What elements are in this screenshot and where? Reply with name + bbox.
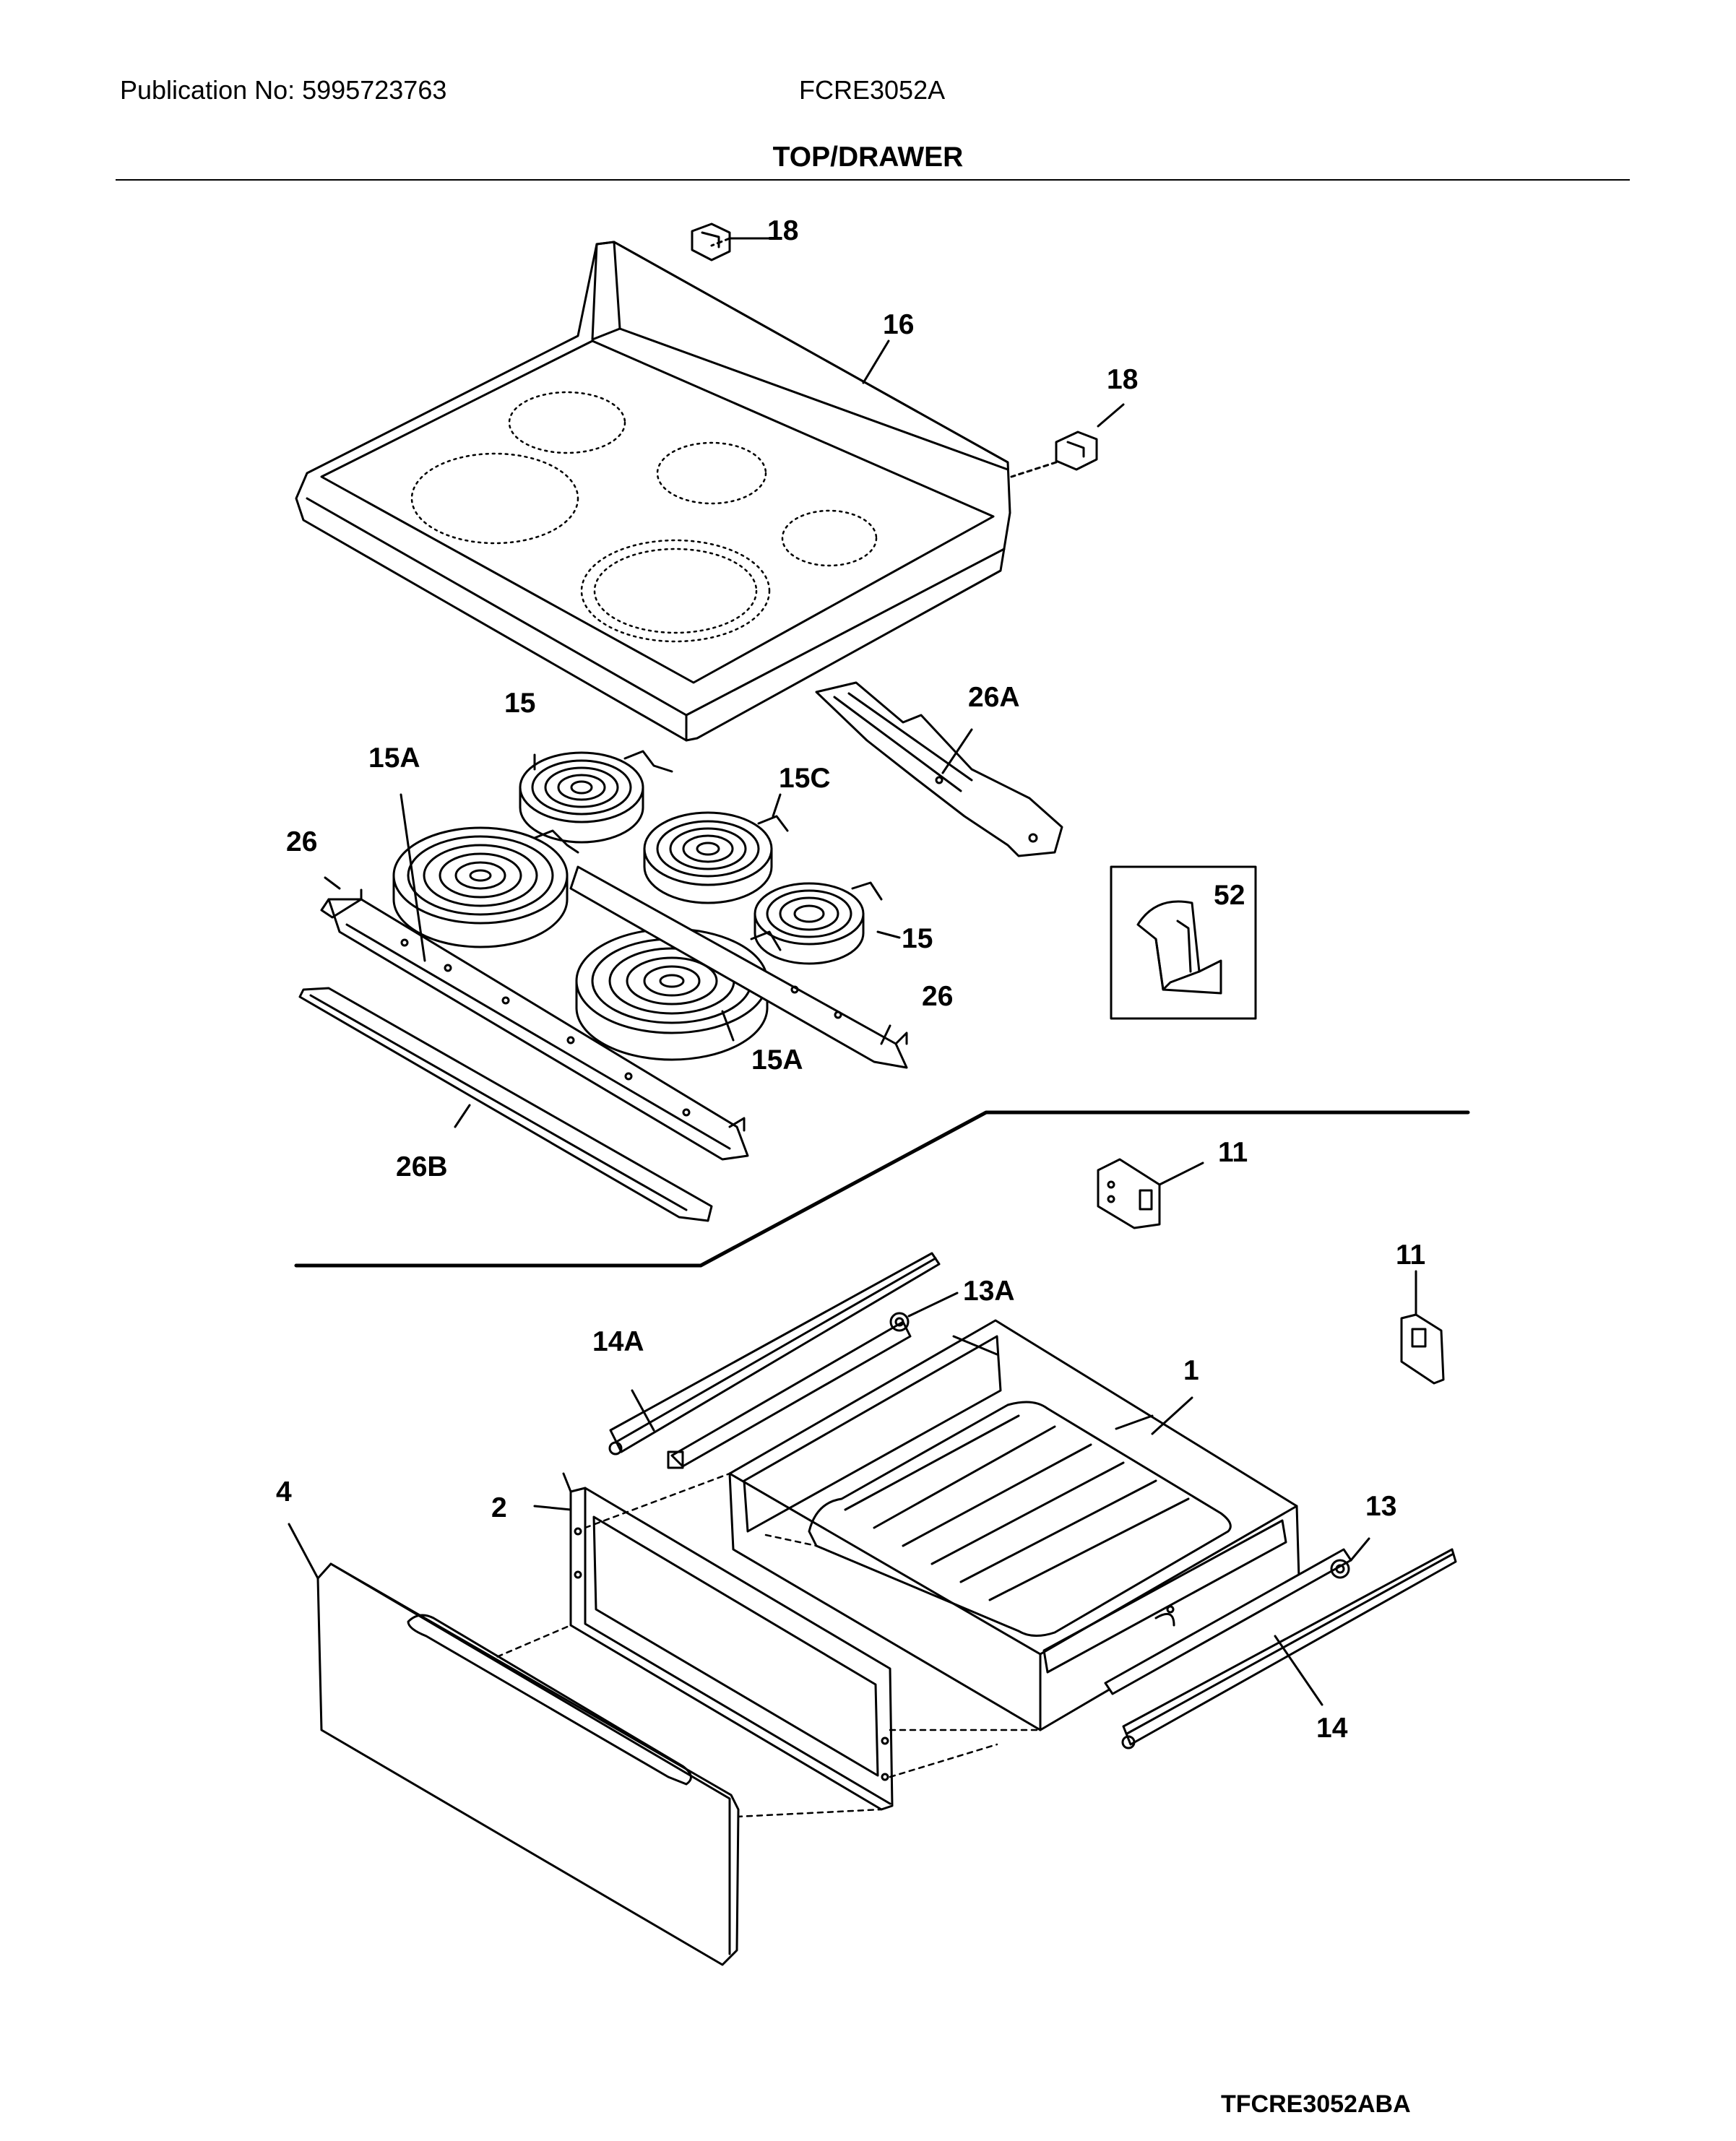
callout-26-left: 26 (286, 826, 317, 857)
mounting-bracket-18-right (1055, 403, 1125, 471)
callout-15A-bottom: 15A (751, 1044, 803, 1076)
callout-52: 52 (1214, 880, 1245, 911)
drawer-bracket-11-upper (1097, 1158, 1204, 1229)
callout-15-top: 15 (504, 688, 535, 719)
element-support-bracket-26 (320, 865, 908, 1161)
callout-11-upper: 11 (1218, 1137, 1248, 1168)
heating-element-15C (643, 811, 789, 904)
drawer-body-1 (728, 1319, 1300, 1731)
callout-15-right: 15 (902, 923, 933, 954)
heating-element-15-top (519, 750, 673, 844)
callout-13A: 13A (963, 1276, 1015, 1307)
mounting-bracket-18-left (691, 222, 771, 261)
assembly-divider-line (294, 1110, 1470, 1268)
callout-26B: 26B (396, 1151, 448, 1182)
callout-16: 16 (883, 309, 914, 340)
callout-15A-left: 15A (368, 743, 420, 774)
drawer-slide-14A (608, 1252, 959, 1469)
callout-26A: 26A (968, 682, 1020, 713)
callout-1: 1 (1183, 1355, 1199, 1386)
heating-element-15A-left (392, 826, 579, 948)
drawer-slide-14 (1104, 1537, 1457, 1749)
callout-18-right: 18 (1107, 364, 1138, 395)
callout-11-lower: 11 (1396, 1240, 1425, 1271)
header-divider (116, 179, 1630, 181)
drawing-code: TFCRE3052ABA (1221, 2090, 1411, 2118)
heating-element-15-right (753, 881, 883, 965)
publication-number: Publication No: 5995723763 (120, 75, 447, 105)
cooktop-glass-top (295, 241, 1011, 742)
model-number: FCRE3052A (799, 75, 946, 105)
callout-13: 13 (1365, 1491, 1396, 1522)
callout-26-right: 26 (922, 981, 953, 1012)
drawer-front-panel-4 (288, 1523, 740, 1966)
callout-4: 4 (276, 1476, 292, 1508)
drawer-front-frame-2 (562, 1472, 894, 1811)
callout-18-upper: 18 (767, 215, 798, 246)
callout-labels: 18 16 18 15 26A 15A 15C 26 52 15 26 15A … (276, 215, 1425, 1744)
front-trim-26B (298, 987, 713, 1222)
part-52-box (1110, 865, 1257, 1020)
callout-15C: 15C (779, 763, 831, 794)
bracket-26A (815, 681, 1063, 857)
callout-14: 14 (1316, 1713, 1348, 1744)
section-title: TOP/DRAWER (772, 142, 964, 173)
drawer-bracket-11-lower (1400, 1270, 1445, 1385)
callout-2: 2 (491, 1492, 507, 1523)
callout-14A: 14A (592, 1326, 644, 1357)
